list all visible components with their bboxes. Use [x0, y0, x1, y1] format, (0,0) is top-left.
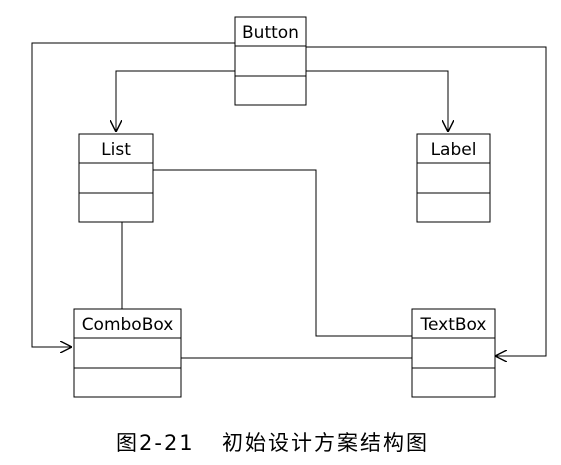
connector-button-label: [306, 70, 448, 132]
figure-number: 图2-21: [116, 431, 195, 455]
figure-title: 初始设计方案结构图: [222, 431, 429, 455]
connector-button-textbox: [306, 46, 547, 356]
class-name-list: List: [101, 140, 131, 160]
class-name-button: Button: [242, 23, 299, 43]
connector-list-textbox: [153, 169, 412, 337]
class-box-list: [78, 133, 154, 223]
class-name-textbox: TextBox: [420, 315, 487, 335]
connector-button-list: [116, 70, 235, 132]
class-box-button: [234, 16, 307, 106]
class-box-combobox: [73, 308, 182, 398]
class-name-label: Label: [431, 140, 477, 160]
class-box-label: [416, 133, 491, 223]
class-name-combobox: ComboBox: [82, 315, 174, 335]
connector-button-combobox: [31, 42, 235, 347]
class-box-textbox: [411, 308, 496, 398]
